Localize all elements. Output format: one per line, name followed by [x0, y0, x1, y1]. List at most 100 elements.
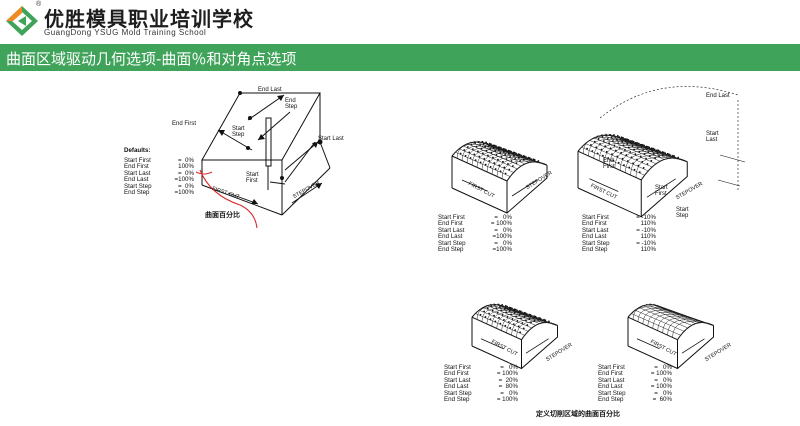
- r1-path-point: [513, 151, 516, 154]
- r3-path-point: [515, 315, 517, 318]
- r3-path-point: [513, 308, 516, 311]
- r2-path-point: [610, 136, 613, 139]
- r4-param-key: End Last: [598, 383, 623, 391]
- r1-path-point: [490, 143, 492, 146]
- r1-path-point: [517, 156, 520, 159]
- r2-path-point: [658, 155, 660, 158]
- r1-param-value: = 0%: [494, 214, 512, 221]
- r1-grid-line: [496, 158, 538, 177]
- r1-path-point: [512, 151, 515, 154]
- r1-grid-line: [473, 140, 529, 163]
- r1-path-point: [522, 154, 525, 157]
- r4-stepover-arrow: [681, 338, 705, 354]
- r4-param-value: = 60%: [652, 396, 672, 404]
- bottom-caption: 定义切削区域的曲面百分比: [536, 410, 620, 418]
- r2-path-point: [616, 155, 619, 158]
- r1-path-point: [508, 149, 511, 152]
- r3-grid-line: [475, 313, 526, 336]
- r2-param-key: End First: [582, 220, 607, 228]
- r1-path-point: [480, 147, 483, 150]
- r1-path-point: [470, 143, 473, 146]
- r3-param-row: Start Last= 20%: [444, 376, 518, 384]
- r2-param-row: Start First= -10%: [582, 214, 656, 221]
- r4-grid-line: [652, 314, 689, 329]
- defaults-title: Defaults:: [124, 147, 151, 154]
- r3-path-point: [483, 310, 486, 313]
- r1-param-key: End Step: [438, 246, 464, 254]
- r3-path-point: [490, 305, 493, 308]
- r3-path-point: [539, 317, 542, 320]
- r3-path-point: [525, 319, 527, 322]
- r2-path-point: [602, 154, 604, 157]
- r2-path-point: [656, 149, 658, 152]
- r4-grid-line: [662, 317, 699, 333]
- r1-path-point: [500, 156, 503, 158]
- r1-stepover-arrow: [511, 179, 538, 197]
- r2-path-point: [631, 140, 634, 142]
- r2-label-end-last: End Last: [706, 93, 730, 99]
- r1-param-key: Start Step: [438, 239, 466, 247]
- r3-path-point: [499, 322, 502, 325]
- left-label-start-first: Start First: [246, 172, 259, 184]
- r1-path-point: [464, 154, 467, 157]
- r1-path-point: [475, 145, 478, 148]
- r1-path-point: [477, 150, 479, 153]
- r4-grid-line: [649, 303, 700, 323]
- r2-path-point: [638, 150, 641, 153]
- r3-path-point: [503, 307, 506, 310]
- r2-path-point: [645, 145, 648, 148]
- r2-path-point: [639, 155, 642, 158]
- r4-param-key: End First: [598, 370, 623, 378]
- r1-param-row: End First= 100%: [438, 220, 512, 227]
- r2-path-point: [605, 134, 608, 137]
- r1-path-point: [502, 160, 504, 163]
- r2-path-point: [614, 149, 617, 152]
- r2-path-point: [657, 149, 660, 152]
- r1-path-point: [504, 172, 507, 175]
- r3-path-point: [523, 311, 526, 314]
- r2-label-start-step: Start Step: [676, 207, 689, 219]
- r3-path-point: [508, 306, 511, 309]
- r4-param-value: = 0%: [654, 364, 672, 371]
- r1-path-point: [527, 156, 530, 159]
- r2-path-point: [632, 140, 635, 143]
- r3-path-point: [514, 329, 517, 332]
- r3-stepover-arrow: [525, 338, 549, 354]
- r1-path-point: [502, 147, 505, 150]
- r2-path-point: [626, 160, 629, 162]
- r4-curve-right: [677, 322, 714, 340]
- left-label-start-step: Start Step: [232, 126, 245, 138]
- r2-path-point: [638, 171, 641, 174]
- r1-path-point: [479, 143, 482, 146]
- r2-path-point: [627, 146, 630, 149]
- r4-grid-line: [667, 319, 704, 336]
- r2-path-point: [652, 153, 655, 156]
- r2-path-point: [607, 157, 610, 159]
- r3-param-value: = 20%: [498, 376, 518, 384]
- r2-curve-right: [640, 157, 688, 181]
- r2-param-row: Start Last= -10%: [582, 227, 656, 234]
- r3-path-point: [493, 314, 495, 317]
- r2-path-point: [635, 141, 637, 144]
- r3-path-point: [519, 331, 522, 334]
- r1-path-point: [503, 148, 506, 150]
- r4-param-key: End Step: [598, 396, 624, 404]
- r1-path-point: [490, 151, 493, 154]
- r2-path-point: [631, 144, 634, 147]
- r1-path-point: [484, 145, 487, 148]
- r1-path-point: [459, 152, 462, 155]
- left-param-value: =100%: [174, 189, 194, 197]
- r1-path-point: [522, 158, 525, 161]
- r2-path-point: [616, 134, 619, 137]
- r1-path-point: [512, 165, 514, 167]
- r1-path-point: [472, 148, 474, 151]
- r1-path-point: [499, 151, 502, 154]
- r1-path-point: [487, 154, 489, 157]
- r1-path-point: [510, 160, 513, 162]
- r3-path-point: [504, 305, 507, 307]
- r3-path-point: [516, 320, 519, 322]
- r3-path-point: [529, 313, 532, 316]
- r4-grid-line: [638, 307, 689, 329]
